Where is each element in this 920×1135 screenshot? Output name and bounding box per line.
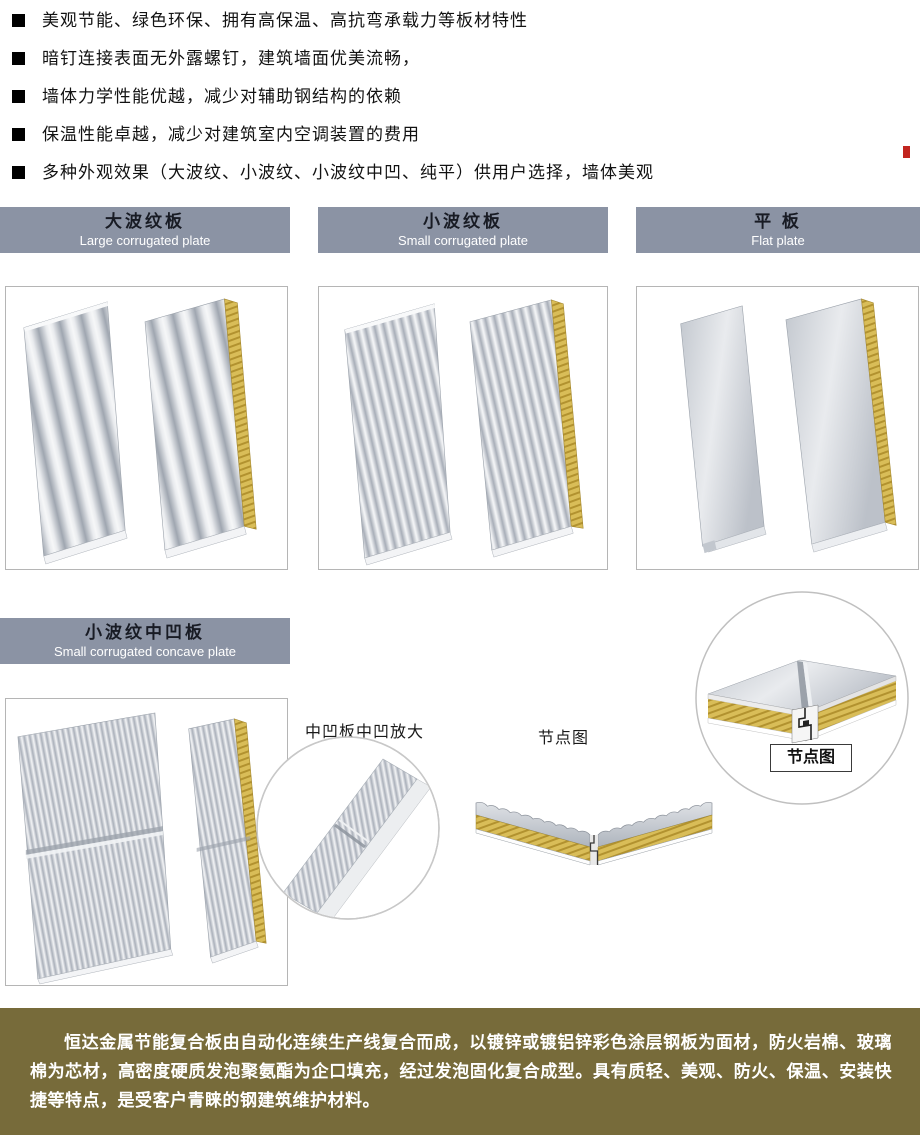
section-title-en: Small corrugated concave plate [53, 644, 237, 659]
bullet-square-icon [12, 90, 25, 103]
section-title-en: Flat plate [751, 233, 805, 248]
joint-circle-label: 节点图 [770, 744, 852, 772]
feature-item: 多种外观效果（大波纹、小波纹、小波纹中凹、纯平）供用户选择，墙体美观 [12, 162, 892, 184]
joint-diagram-label: 节点图 [538, 730, 590, 747]
section-title-cn: 大波纹板 [105, 212, 185, 231]
section-title-en: Large corrugated plate [79, 233, 211, 248]
bullet-square-icon [12, 52, 25, 65]
large-corrugated-illustration-box [5, 286, 288, 570]
bullet-square-icon [12, 166, 25, 179]
feature-item: 墙体力学性能优越，减少对辅助钢结构的依赖 [12, 86, 892, 108]
section-header-small-corrugated: 小波纹板 Small corrugated plate [318, 207, 608, 253]
concave-illustration-box [5, 698, 288, 986]
section-title-cn: 小波纹中凹板 [85, 623, 205, 642]
section-header-flat-plate: 平 板 Flat plate [636, 207, 920, 253]
feature-item: 保温性能卓越，减少对建筑室内空调装置的费用 [12, 124, 892, 146]
section-title-en: Small corrugated plate [397, 233, 529, 248]
small-corrugated-panels-illustration [344, 299, 584, 566]
flat-plate-panels-illustration [680, 298, 897, 554]
joint-circle-illustration [695, 591, 909, 805]
feature-item: 美观节能、绿色环保、拥有高保温、高抗弯承载力等板材特性 [12, 10, 892, 32]
bullet-square-icon [12, 14, 25, 27]
footer-paragraph: 恒达金属节能复合板由自动化连续生产线复合而成，以镀锌或镀铝锌彩色涂层钢板为面材，… [30, 1033, 892, 1110]
feature-text: 保温性能卓越，减少对建筑室内空调装置的费用 [42, 125, 420, 144]
bullet-square-icon [12, 128, 25, 141]
large-corrugated-panels-illustration [23, 298, 257, 565]
small-corrugated-illustration-box [318, 286, 608, 570]
section-title-cn: 平 板 [754, 212, 802, 231]
section-header-concave: 小波纹中凹板 Small corrugated concave plate [0, 618, 290, 664]
feature-text: 墙体力学性能优越，减少对辅助钢结构的依赖 [42, 87, 402, 106]
feature-text: 美观节能、绿色环保、拥有高保温、高抗弯承载力等板材特性 [42, 11, 528, 30]
section-title-cn: 小波纹板 [423, 212, 503, 231]
section-header-large-corrugated: 大波纹板 Large corrugated plate [0, 207, 290, 253]
feature-text: 多种外观效果（大波纹、小波纹、小波纹中凹、纯平）供用户选择，墙体美观 [42, 163, 654, 182]
red-mark [903, 146, 910, 158]
feature-item: 暗钉连接表面无外露螺钉，建筑墙面优美流畅， [12, 48, 892, 70]
concave-zoom-circle-illustration [256, 736, 440, 920]
joint-diagram-illustration [475, 801, 713, 866]
flat-plate-illustration-box [636, 286, 919, 570]
concave-panels-illustration [17, 712, 267, 985]
concave-zoom-label: 中凹板中凹放大 [305, 724, 425, 741]
feature-text: 暗钉连接表面无外露螺钉，建筑墙面优美流畅， [42, 49, 420, 68]
footer-banner: 恒达金属节能复合板由自动化连续生产线复合而成，以镀锌或镀铝锌彩色涂层钢板为面材，… [0, 1008, 920, 1135]
